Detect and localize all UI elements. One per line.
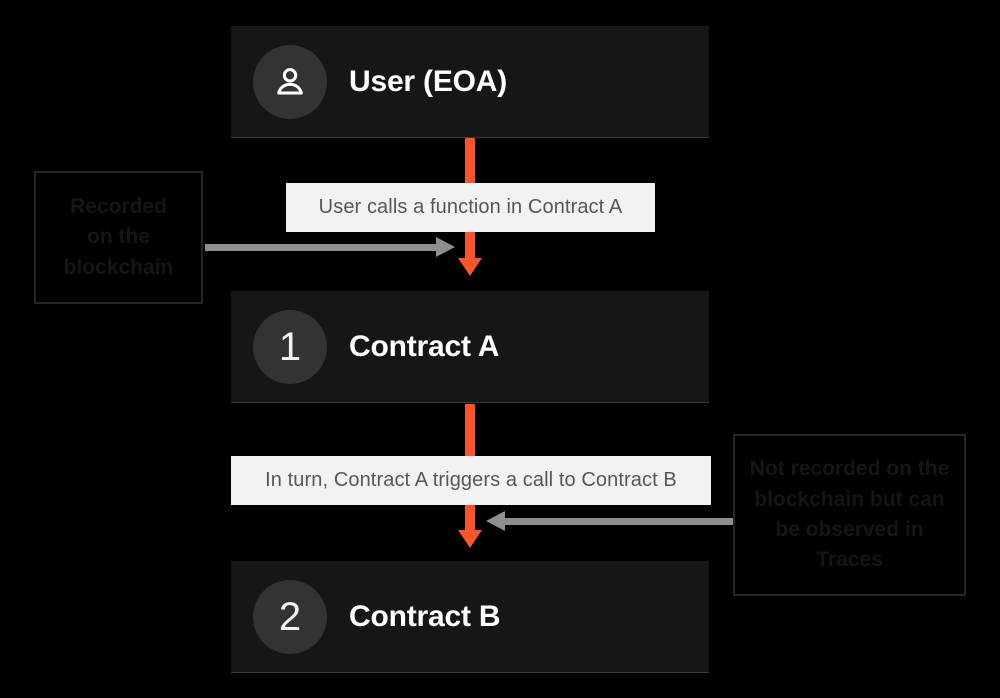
step-badge-2: 2 [253,579,327,654]
step-badge-1: 1 [253,309,327,384]
caption-text: User calls a function in Contract A [318,196,623,218]
annotation-pointer-left-icon [486,511,734,531]
flow-arrow-shaft-upper [465,404,475,462]
caption-contract-a-triggers-contract-b: In turn, Contract A triggers a call to C… [231,456,711,505]
step-number: 1 [278,324,302,369]
node-contract-b[interactable]: 2 Contract B [231,561,709,673]
flow-arrow-head [458,530,482,548]
flow-arrow-shaft-lower [465,232,475,262]
flow-arrow-head [458,258,482,276]
caption-text: In turn, Contract A triggers a call to C… [265,469,677,491]
person-icon [253,44,327,119]
annotation-not-recorded-traces: Not recorded on the blockchain but can b… [733,434,966,596]
step-number: 2 [278,594,302,639]
caption-user-calls-contract-a: User calls a function in Contract A [286,183,655,232]
node-user[interactable]: User (EOA) [231,26,709,138]
annotation-line: Not recorded on the [749,457,950,481]
annotation-line: Traces [816,548,883,572]
annotation-line: Recorded [70,194,167,218]
node-contract-a-label: Contract A [349,329,500,363]
flow-arrow-shaft-lower [465,505,475,534]
node-user-label: User (EOA) [349,64,508,98]
annotation-recorded-on-blockchain: Recorded on the blockchain [34,171,203,304]
pointer-head [436,237,455,257]
node-contract-b-label: Contract B [349,599,501,633]
annotation-line: blockchain but can [754,487,945,511]
pointer-shaft [504,518,734,525]
pointer-shaft [205,244,437,251]
node-contract-a[interactable]: 1 Contract A [231,291,709,403]
annotation-line: be observed in [775,518,924,541]
annotation-pointer-right-icon [205,237,455,257]
flow-arrow-shaft-upper [465,138,475,190]
annotation-line: blockchain [63,255,174,279]
pointer-head [486,511,505,531]
annotation-line: on the [87,225,150,249]
